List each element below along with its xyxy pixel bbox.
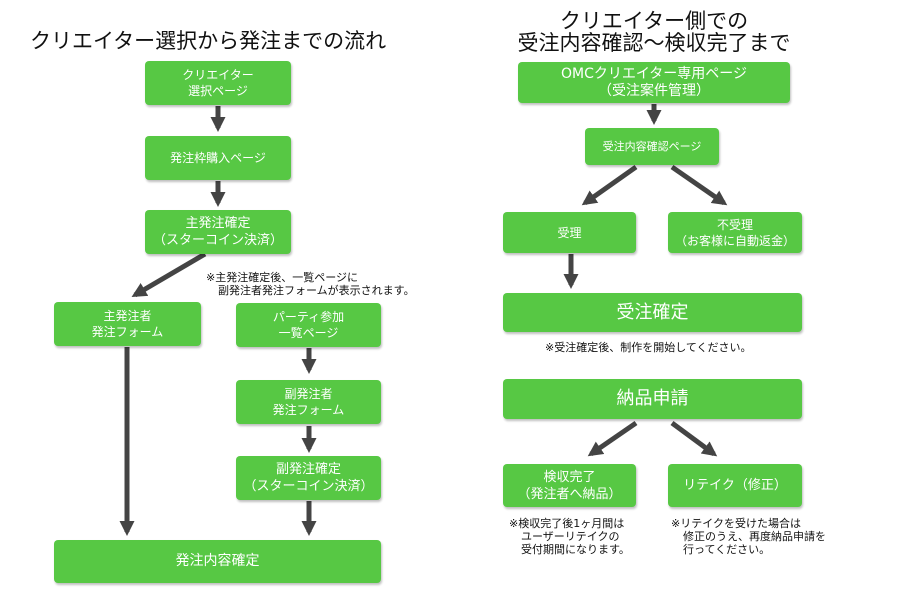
right-title-line2: 受注内容確認～検収完了まで — [517, 31, 791, 55]
box-creator-select-line2: 選択ページ — [188, 84, 248, 98]
note-after-confirm-text: ※受注確定後、制作を開始してください。 — [545, 341, 752, 354]
box-omc-line2: （受注案件管理） — [598, 82, 710, 99]
box-reject-line2: （お客様に自動返金） — [674, 233, 795, 248]
note-after-main-line1: ※主発注確定後、一覧ページに — [206, 271, 358, 284]
note-inspection-line1: ※検収完了後1ヶ月間は — [509, 517, 625, 530]
left-title: クリエイター選択から発注までの流れ — [30, 29, 387, 53]
box-sub-order-confirm: 副発注確定 （スターコイン決済） — [236, 456, 381, 500]
box-main-confirm-line2: （スターコイン決済） — [152, 233, 283, 248]
arrow-check-to-reject — [670, 164, 728, 206]
note-inspection-line2: ユーザーリテイクの — [521, 530, 620, 543]
note-retake-line2: 修正のうえ、再度納品申請を — [683, 530, 826, 543]
right-title-line1: クリエイター側での — [559, 9, 749, 33]
right-title: クリエイター側での 受注内容確認～検収完了まで — [508, 10, 800, 54]
box-party-list-line2: 一覧ページ — [278, 326, 339, 340]
box-reject-line1: 不受理 — [716, 217, 753, 232]
box-omc-creator-page: OMCクリエイター専用ページ （受注案件管理） — [518, 62, 790, 103]
note-retake-instructions: ※リテイクを受けた場合は 修正のうえ、再度納品申請を 行ってください。 — [671, 517, 826, 556]
box-sub-form-line2: 発注フォーム — [272, 403, 345, 417]
box-inspection-line2: （発注者へ納品） — [517, 486, 622, 502]
box-sub-order-form: 副発注者 発注フォーム — [236, 380, 381, 424]
box-order-confirmed-label: 受注確定 — [616, 301, 689, 323]
box-main-confirm-line1: 主発注確定 — [185, 216, 251, 231]
box-reject: 不受理 （お客様に自動返金） — [668, 212, 802, 253]
box-delivery-request-label: 納品申請 — [616, 388, 689, 409]
box-creator-select-line1: クリエイター — [182, 68, 254, 82]
note-retake-line1: ※リテイクを受けた場合は — [671, 517, 801, 530]
box-main-form-line2: 発注フォーム — [91, 325, 164, 339]
box-purchase-slot-label: 発注枠購入ページ — [170, 151, 266, 165]
box-omc-line1: OMCクリエイター専用ページ — [560, 65, 748, 82]
box-accept-label: 受理 — [557, 225, 582, 240]
note-inspection-line3: 受付期間になります。 — [521, 543, 630, 556]
box-sub-confirm-line2: （スターコイン決済） — [243, 479, 374, 494]
note-after-main-confirm: ※主発注確定後、一覧ページに 副発注者発注フォームが表示されます。 — [206, 271, 415, 297]
note-retake-line3: 行ってください。 — [683, 543, 771, 556]
box-main-order-form: 主発注者 発注フォーム — [54, 302, 201, 346]
arrow-delivery-to-retake — [670, 420, 718, 457]
box-retake: リテイク（修正） — [668, 464, 802, 507]
note-after-order-confirm: ※受注確定後、制作を開始してください。 — [545, 341, 752, 354]
box-main-order-confirm: 主発注確定 （スターコイン決済） — [145, 210, 291, 254]
arrow-check-to-accept — [581, 164, 638, 206]
arrow-main-confirm-to-main-form — [131, 251, 207, 298]
box-order-check-label: 受注内容確認ページ — [602, 140, 702, 153]
box-delivery-request: 納品申請 — [503, 379, 802, 419]
note-after-main-line2: 副発注者発注フォームが表示されます。 — [218, 284, 415, 297]
box-party-list: パーティ参加 一覧ページ — [236, 303, 381, 347]
box-accept: 受理 — [503, 212, 636, 253]
box-party-list-line1: パーティ参加 — [272, 310, 345, 324]
box-creator-select: クリエイター 選択ページ — [145, 61, 291, 105]
box-purchase-slot: 発注枠購入ページ — [145, 136, 291, 180]
note-inspection-period: ※検収完了後1ヶ月間は ユーザーリテイクの 受付期間になります。 — [509, 517, 630, 556]
arrow-delivery-to-inspection — [587, 420, 638, 457]
box-inspection-complete: 検収完了 （発注者へ納品） — [503, 464, 636, 507]
box-order-check: 受注内容確認ページ — [585, 128, 719, 165]
box-sub-confirm-line1: 副発注確定 — [275, 462, 341, 477]
box-order-final-label: 発注内容確定 — [175, 553, 260, 569]
box-order-confirmed: 受注確定 — [503, 293, 802, 332]
box-main-form-line1: 主発注者 — [103, 309, 152, 323]
box-order-final: 発注内容確定 — [54, 540, 381, 583]
box-inspection-line1: 検収完了 — [543, 469, 596, 485]
box-retake-label: リテイク（修正） — [683, 478, 787, 493]
box-sub-form-line1: 副発注者 — [284, 387, 333, 401]
